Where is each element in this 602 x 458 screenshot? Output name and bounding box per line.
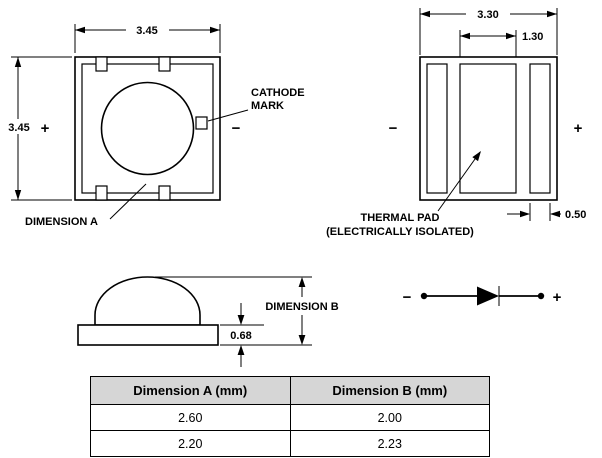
arrowhead: [237, 345, 245, 355]
dimension-b-value: 2.00: [289, 404, 490, 431]
arrowhead: [550, 210, 560, 218]
table-row: 2.20 2.23: [90, 430, 490, 457]
side-pad-dim-label: 0.50: [565, 209, 586, 221]
base-height-dim-label: 0.68: [230, 330, 251, 342]
arrowhead: [472, 151, 481, 162]
bottom-view-width-dimension: 3.30: [419, 6, 558, 55]
schematic-minus-sign: −: [403, 289, 412, 306]
top-width-dim-label: 3.45: [136, 25, 157, 37]
arrowhead: [75, 26, 85, 34]
thermal-pad-label-line2: (ELECTRICALLY ISOLATED): [326, 226, 474, 238]
thermal-pad-label-line1: THERMAL PAD: [360, 212, 439, 224]
schematic-plus-sign: +: [553, 289, 562, 306]
side-view: 0.68 DIMENSION B: [77, 276, 339, 367]
dimensions-table: Dimension A (mm) Dimension B (mm) 2.60 2…: [90, 376, 490, 457]
dimension-a-callout: DIMENSION A: [25, 183, 147, 228]
dimension-b-label: DIMENSION B: [265, 301, 338, 313]
top-view-plus-sign: +: [41, 120, 50, 137]
package-slot: [95, 185, 108, 201]
arrowhead: [210, 26, 220, 34]
dimension-a-label: DIMENSION A: [25, 216, 98, 228]
package-slot: [158, 185, 171, 201]
arrowhead: [237, 315, 245, 325]
led-lens: [100, 81, 195, 176]
arrowhead: [14, 57, 22, 67]
bottom-view: 3.30 1.30 − +: [326, 6, 586, 238]
cathode-mark-callout: CATHODE MARK: [207, 87, 305, 122]
thermal-pad-width-dimension: 1.30: [459, 30, 543, 60]
top-height-dim-label: 3.45: [8, 122, 29, 134]
arrowhead: [14, 190, 22, 200]
schematic-symbol: − +: [403, 286, 562, 306]
arrowhead: [547, 10, 557, 18]
dimension-b-header: Dimension B (mm): [289, 376, 490, 405]
arrowhead: [420, 10, 430, 18]
package-slot: [95, 56, 108, 72]
cathode-mark-notch: [195, 116, 208, 130]
dimension-b-value: 2.23: [289, 430, 490, 457]
top-view-width-dimension: 3.45: [74, 22, 221, 53]
bottom-width-dim-label: 3.30: [477, 9, 498, 21]
package-base-profile: [77, 324, 219, 346]
top-view-height-dimension: 3.45: [1, 56, 72, 201]
arrowhead: [460, 32, 470, 40]
thermal-pad-width-dim-label: 1.30: [522, 31, 543, 43]
thermal-pad: [459, 63, 517, 194]
top-view: 3.45 3.45 + − CATHODE: [1, 22, 305, 228]
diode-triangle: [477, 286, 499, 306]
dimension-b-dimension: DIMENSION B: [155, 276, 339, 345]
table-row: 2.60 2.00: [90, 404, 490, 431]
dimension-a-header: Dimension A (mm): [90, 376, 291, 405]
dimension-a-value: 2.20: [90, 430, 291, 457]
terminal-dot: [537, 292, 545, 300]
leader-line: [109, 183, 147, 220]
right-solder-pad: [529, 63, 551, 194]
package-inner-outline: [81, 63, 214, 194]
cathode-mark-label-line2: MARK: [251, 100, 284, 112]
leader-line: [207, 109, 249, 122]
arrowhead: [298, 335, 306, 345]
side-pad-width-dimension: 0.50: [507, 203, 586, 221]
thermal-pad-callout: THERMAL PAD (ELECTRICALLY ISOLATED): [326, 151, 481, 238]
bottom-view-plus-sign: +: [574, 120, 583, 137]
bottom-view-minus-sign: −: [389, 120, 398, 137]
table-header-row: Dimension A (mm) Dimension B (mm): [90, 376, 490, 405]
dimension-a-value: 2.60: [90, 404, 291, 431]
base-height-dimension: 0.68: [220, 303, 312, 367]
mechanical-drawing: 3.45 3.45 + − CATHODE: [1, 6, 587, 367]
arrowhead: [298, 277, 306, 287]
left-solder-pad: [426, 63, 448, 194]
package-slot: [158, 56, 171, 72]
top-view-minus-sign: −: [232, 120, 241, 137]
arrowhead: [506, 32, 516, 40]
label-backing: [126, 22, 169, 37]
arrowhead: [520, 210, 530, 218]
cathode-mark-label-line1: CATHODE: [251, 87, 305, 99]
lens-dome-profile: [94, 276, 201, 326]
leader-line: [437, 151, 481, 212]
label-backing: [466, 6, 510, 21]
label-backing: [1, 119, 39, 134]
